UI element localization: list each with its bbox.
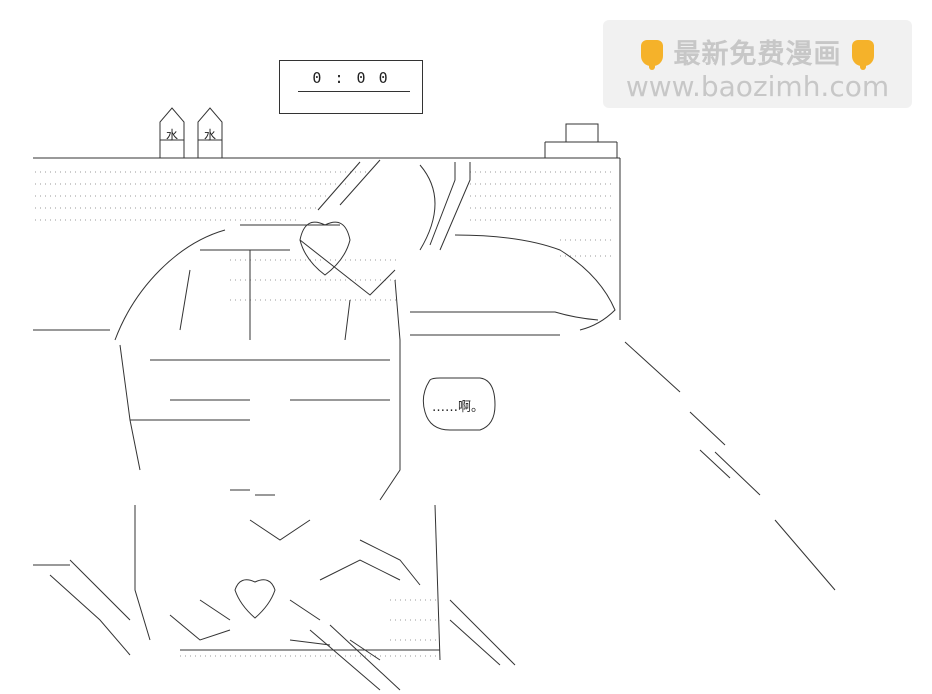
pointing-hand-icon (641, 40, 664, 70)
watermark-title-row: 最新免费漫画 (603, 32, 912, 71)
watermark-url: www.baozimh.com (625, 70, 890, 103)
watermark-title: 最新免费漫画 (673, 39, 842, 70)
bottle-label-right: 水 (204, 128, 217, 142)
clock-display: 0 : 0 0 (279, 60, 423, 114)
speech-bubble-text: ……啊。 (432, 400, 485, 415)
clock-underline (298, 91, 410, 92)
watermark: 最新免费漫画 www.baozimh.com (603, 20, 912, 108)
clock-text: 0 : 0 0 (312, 69, 390, 87)
bottle-label-left: 水 (166, 128, 179, 142)
pointing-hand-icon (851, 40, 874, 70)
